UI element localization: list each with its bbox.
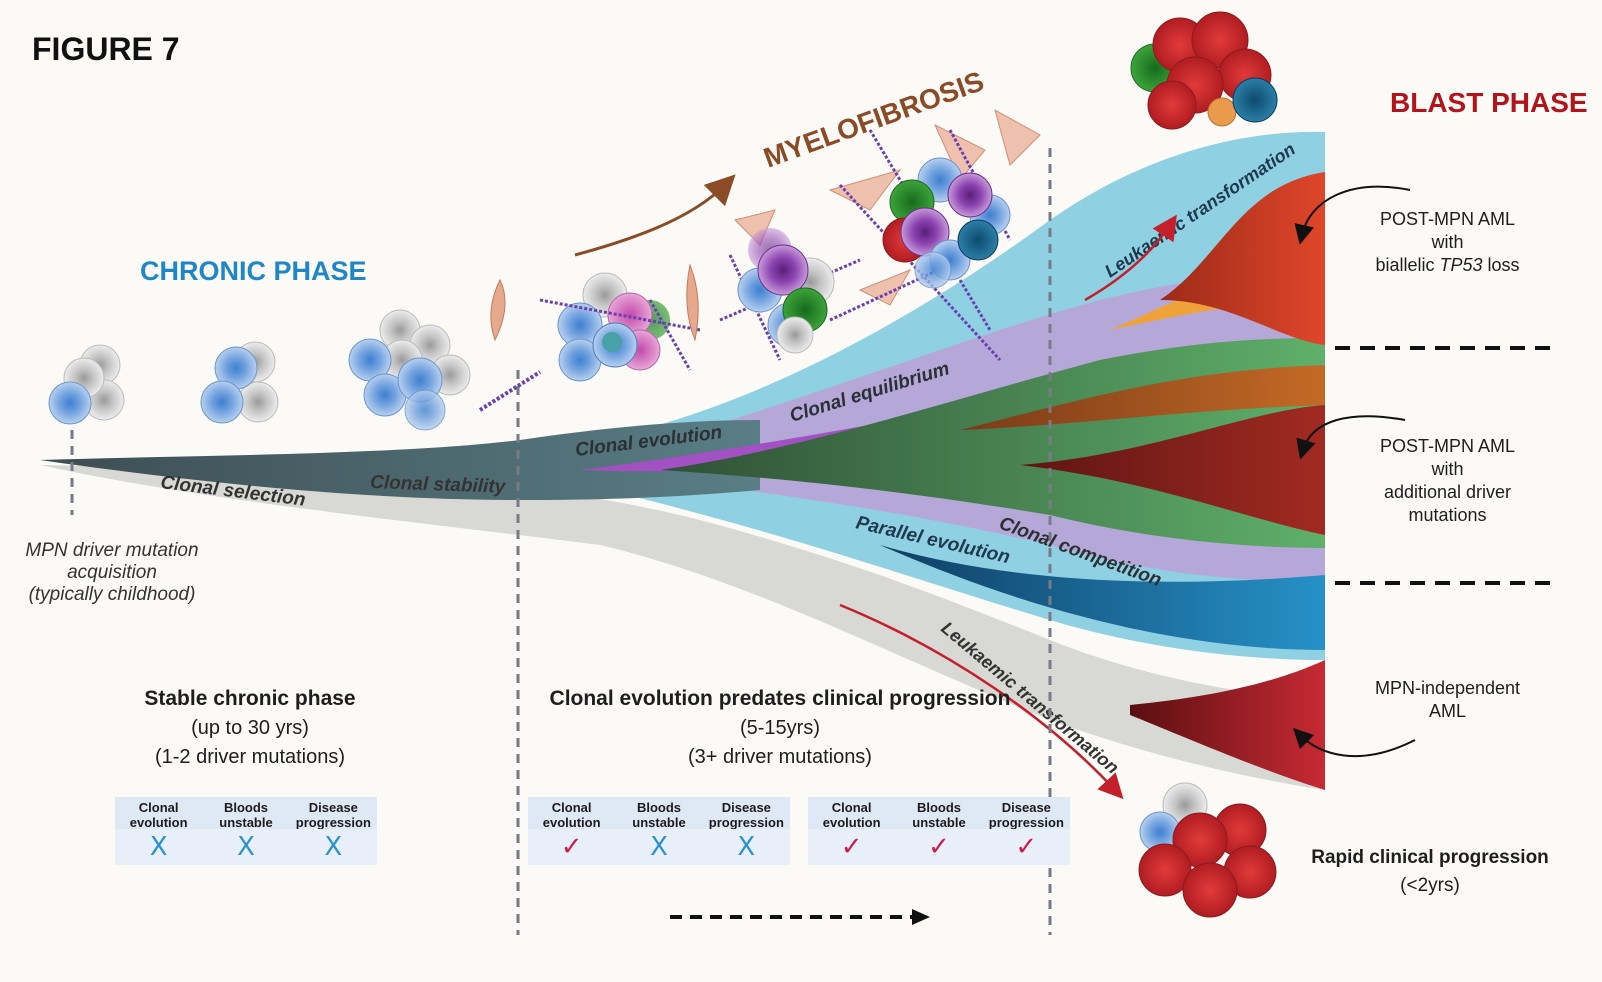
table-cell: X (702, 829, 790, 865)
leukaemic-arrow-upper (1084, 214, 1177, 302)
outcome-aml-tp53-post: loss (1482, 255, 1520, 275)
section-stable-mutations: (1-2 driver mutations) (154, 746, 346, 768)
table-header-bloods-unstable: Bloods unstable (632, 800, 686, 830)
cross-mark-icon: X (737, 832, 756, 862)
blast-cell-cluster-bottom (1138, 782, 1277, 918)
section-evolution-mutations: (3+ driver mutations) (688, 746, 872, 768)
outcome-aml-drivers-line4: mutations (1408, 505, 1487, 525)
outcome-arrow-independent (1292, 727, 1416, 758)
table-header-disease-progression: Disease progression (708, 800, 784, 830)
myelofibrosis-arrow (574, 174, 736, 257)
table-header-disease-progression: Disease progression (295, 800, 371, 830)
status-table-evolution-early: Clonal evolution Bloods unstable Disease… (528, 797, 790, 865)
outcome-aml-tp53: POST-MPN AML with biallelic TP53 loss (1350, 208, 1545, 277)
table-header-clonal-evolution: Clonal evolution (129, 800, 188, 830)
check-mark-icon: ✓ (1015, 832, 1038, 862)
section-evolution-title: Clonal evolution predates clinical progr… (549, 687, 1011, 710)
table-header-bloods-unstable: Bloods unstable (912, 800, 966, 830)
cell-cluster-6 (828, 108, 1041, 362)
table-cell: ✓ (982, 829, 1070, 865)
table-cell: X (115, 829, 203, 865)
leukaemic-arrow-lower (839, 603, 1124, 800)
section-stable-duration: (up to 30 yrs) (191, 717, 309, 739)
cell-cluster-5 (719, 209, 861, 361)
dark-red-stream (1020, 405, 1325, 535)
table-header-disease-progression: Disease progression (988, 800, 1064, 830)
progression-arrow-head (912, 909, 930, 925)
check-mark-icon: ✓ (928, 832, 950, 862)
section-rapid-title: Rapid clinical progression (1311, 847, 1549, 868)
outcome-arrow-tp53 (1294, 185, 1411, 245)
outcome-aml-drivers: POST-MPN AML with additional driver muta… (1355, 435, 1540, 527)
outcome-arrow-drivers (1296, 415, 1406, 460)
section-evolution-duration: (5-15yrs) (739, 717, 820, 739)
outcome-aml-tp53-line1: POST-MPN AML (1379, 209, 1516, 229)
table-cell: X (202, 829, 290, 865)
table-header-bloods-unstable: Bloods unstable (219, 800, 273, 830)
outcome-aml-tp53-line3: biallelic TP53 loss (1350, 254, 1545, 277)
parallel-blue-stream (880, 545, 1325, 650)
label-clonal-stability: Clonal stability (370, 472, 507, 498)
cell-cluster-2 (200, 341, 279, 424)
table-cell: ✓ (528, 829, 616, 865)
cross-mark-icon: X (650, 832, 668, 862)
chronic-phase-title: CHRONIC PHASE (140, 256, 367, 286)
acquisition-note-line2: acquisition (67, 562, 157, 583)
table-header-clonal-evolution: Clonal evolution (822, 800, 881, 830)
section-rapid: Rapid clinical progression (<2yrs) (1310, 847, 1550, 897)
table-cell: ✓ (808, 829, 896, 865)
check-mark-icon: ✓ (560, 832, 583, 862)
cross-mark-icon: X (149, 832, 168, 862)
cell-cluster-3 (348, 309, 471, 431)
outcome-aml-tp53-gene: TP53 (1439, 255, 1483, 275)
section-evolution: Clonal evolution predates clinical progr… (520, 687, 1040, 769)
cross-mark-icon: X (324, 832, 343, 862)
cell-cluster-4 (478, 263, 701, 412)
blast-phase-title: BLAST PHASE (1390, 87, 1588, 118)
grey-underlay-stream (40, 465, 1325, 790)
table-cell: X (615, 829, 703, 865)
section-stable-title: Stable chronic phase (144, 687, 356, 710)
red-top-stream (1160, 172, 1325, 345)
outcome-aml-independent: MPN-independent AML (1360, 677, 1535, 723)
outcome-aml-tp53-line2: with (1431, 232, 1464, 252)
check-mark-icon: ✓ (840, 832, 863, 862)
section-stable: Stable chronic phase (up to 30 yrs) (1-2… (100, 687, 400, 769)
table-cell: X (289, 829, 377, 865)
outcome-aml-tp53-pre: biallelic (1375, 255, 1440, 275)
figure-title: FIGURE 7 (32, 31, 180, 67)
outcome-aml-drivers-line1: POST-MPN AML (1379, 436, 1516, 456)
table-header-clonal-evolution: Clonal evolution (542, 800, 601, 830)
status-table-evolution-late: Clonal evolution Bloods unstable Disease… (808, 797, 1070, 865)
outcome-aml-independent-line2: AML (1428, 701, 1466, 721)
outcome-aml-drivers-line3: additional driver (1383, 482, 1512, 502)
cell-cluster-1 (48, 344, 125, 425)
acquisition-note-line1: MPN driver mutation (25, 540, 198, 561)
table-cell: ✓ (895, 829, 983, 865)
acquisition-note-line3: (typically childhood) (29, 584, 196, 605)
outcome-aml-drivers-line2: with (1431, 459, 1464, 479)
blast-cell-cluster-top (1130, 11, 1278, 130)
aml-independent-stream (1130, 660, 1325, 790)
outcome-aml-independent-line1: MPN-independent (1374, 678, 1521, 698)
status-table-stable: Clonal evolution Bloods unstable Disease… (115, 797, 377, 865)
brown-stream (960, 365, 1325, 430)
dark-stem-stream (40, 420, 760, 500)
section-rapid-duration: (<2yrs) (1400, 875, 1460, 896)
cross-mark-icon: X (237, 832, 255, 862)
